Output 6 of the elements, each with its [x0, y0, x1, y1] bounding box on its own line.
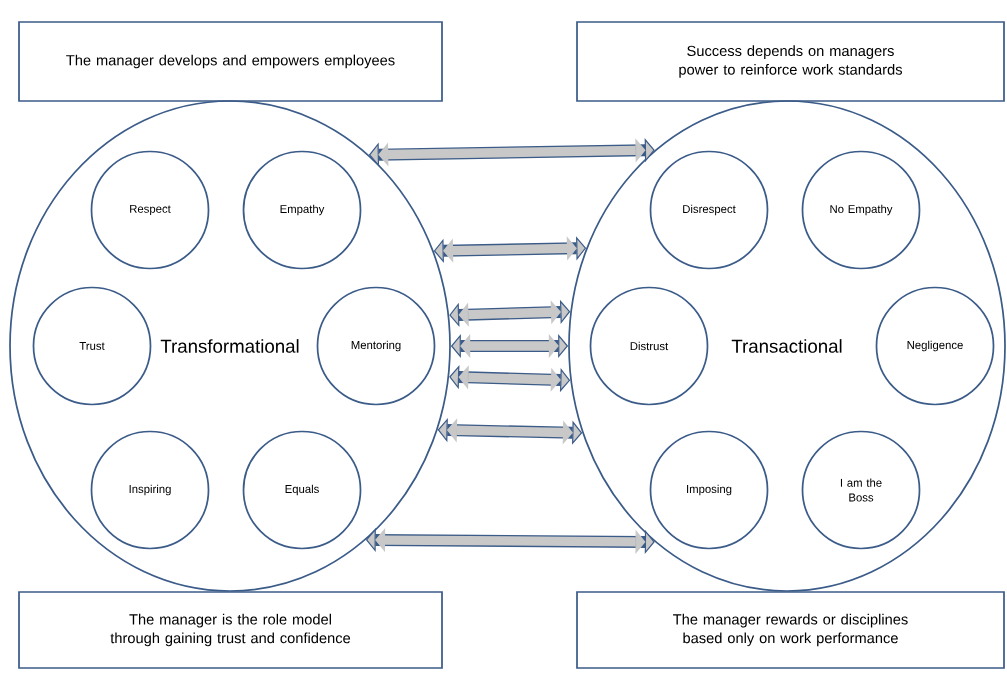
double-arrow — [449, 299, 571, 328]
double-arrow — [433, 236, 587, 263]
text-box: The manager develops and empowers employees — [18, 21, 443, 102]
text-box: Success depends on managers power to reinforce work standards — [576, 21, 1005, 102]
text-box: The manager is the role model through gaining trust and confidence — [18, 591, 443, 669]
text-box: The manager rewards or disciplines based only on work performance — [576, 591, 1005, 669]
